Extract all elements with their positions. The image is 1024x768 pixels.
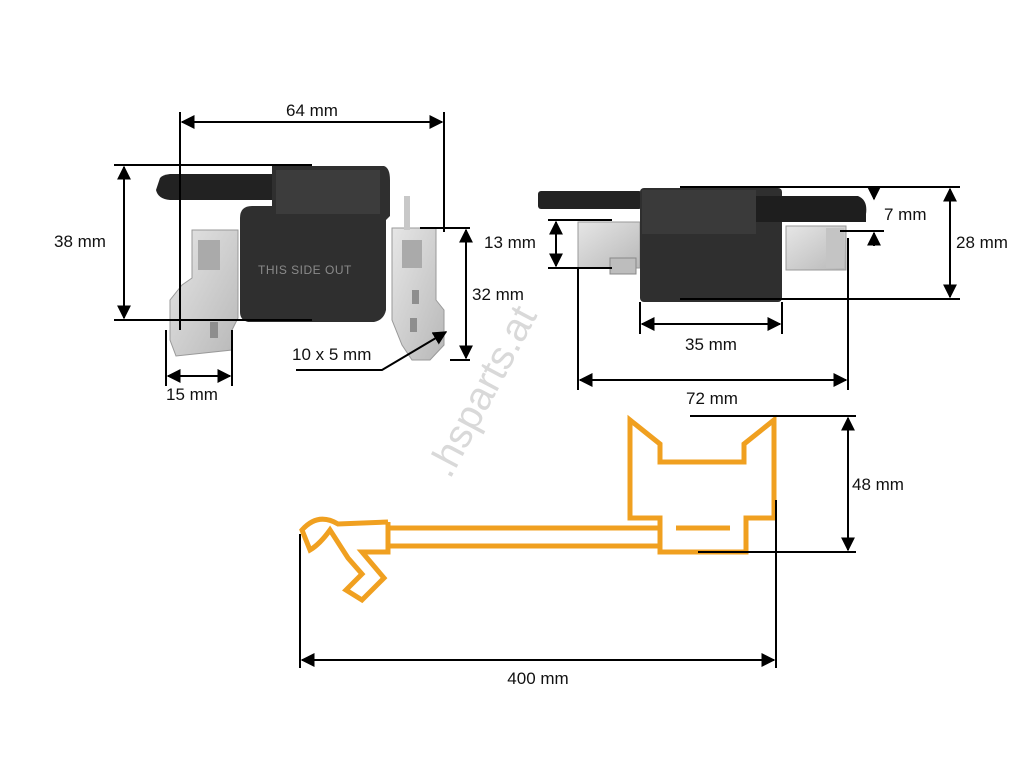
front-right-hole-lower: [410, 318, 417, 332]
side-coil-top: [642, 190, 756, 234]
dim-front-height-label: 38 mm: [54, 232, 106, 251]
front-terminal-pin: [404, 196, 410, 230]
dim-bracket-height-label: 32 mm: [472, 285, 524, 304]
front-cable: [156, 174, 272, 200]
dim-cable-length-label: 400 mm: [507, 669, 568, 688]
front-coil-top: [276, 170, 380, 214]
side-right-bracket-ribs: [826, 228, 844, 268]
outline-view: [299, 414, 777, 604]
body-stamp-text: THIS SIDE OUT: [258, 263, 352, 277]
dim-side-height-label: 28 mm: [956, 233, 1008, 252]
outline-coil-body: [627, 414, 777, 555]
outline-spark-plug-cap: [299, 516, 391, 604]
front-view: THIS SIDE OUT: [156, 166, 445, 361]
front-right-hole-upper: [412, 290, 419, 304]
front-left-tab-hole: [210, 322, 218, 338]
dim-outline-height-label: 48 mm: [852, 475, 904, 494]
dim-side-bracket-label: 13 mm: [484, 233, 536, 252]
dim-overall-depth-label: 72 mm: [686, 389, 738, 408]
side-dimensions: [548, 186, 960, 390]
side-terminal: [609, 257, 637, 275]
front-left-bracket-slot: [198, 240, 220, 270]
dim-tab-width-label: 15 mm: [166, 385, 218, 404]
front-right-bracket-slot: [402, 240, 422, 268]
dim-front-width-label: 64 mm: [286, 101, 338, 120]
front-left-bracket: [169, 229, 239, 357]
dim-slot-label: 10 x 5 mm: [292, 345, 371, 364]
front-dimensions: [114, 112, 473, 386]
dim-body-depth-label: 35 mm: [685, 335, 737, 354]
side-cable-right: [756, 196, 867, 222]
outline-dimensions: [299, 415, 856, 668]
side-cable-left: [538, 191, 642, 209]
dim-cable-offset-label: 7 mm: [884, 205, 927, 224]
side-view: [538, 188, 867, 302]
dim-slot-leader: [296, 331, 448, 371]
